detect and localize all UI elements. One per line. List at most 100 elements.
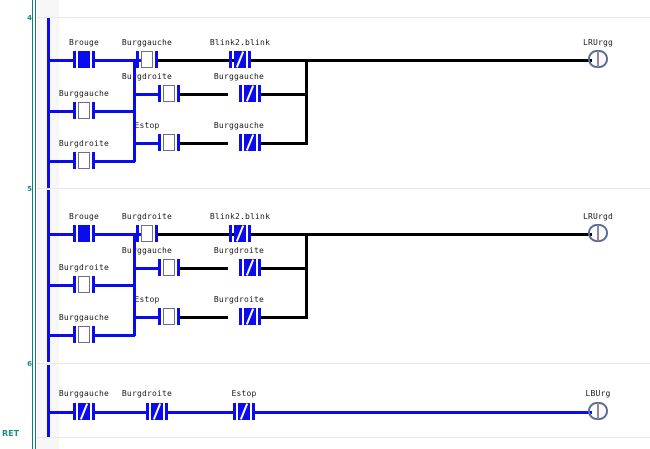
wire-segment <box>49 160 73 163</box>
contact-terminal-right <box>92 51 95 68</box>
wire-segment <box>158 59 240 62</box>
contact-nc-burgdroite[interactable] <box>238 259 262 276</box>
contact-label: Estop <box>134 295 160 304</box>
contact-terminal-right <box>177 85 180 102</box>
contact-nc-blink2-blink[interactable] <box>228 225 252 242</box>
contact-terminal-right <box>248 225 251 242</box>
wire-segment <box>49 334 73 337</box>
contact-terminal-left <box>73 102 76 119</box>
contact-no-burggauche[interactable] <box>72 102 96 119</box>
contact-no-burgdroite[interactable] <box>72 276 96 293</box>
contact-label: Burgdroite <box>213 246 265 255</box>
coil-arc-right <box>598 402 608 420</box>
contact-body <box>78 102 90 119</box>
wire-to-coil <box>251 59 596 62</box>
wire-segment <box>49 110 73 113</box>
contact-no-burgdroite[interactable] <box>157 85 181 102</box>
contact-terminal-right <box>258 85 261 102</box>
wire-segment <box>168 411 236 414</box>
contact-terminal-left <box>146 403 149 420</box>
contact-label: Burggauche <box>58 389 110 398</box>
coil-label: LBUrg <box>585 389 611 398</box>
contact-nc-burggauche[interactable] <box>238 134 262 151</box>
rung-separator <box>37 363 650 364</box>
contact-terminal-right <box>248 51 251 68</box>
contact-terminal-left <box>239 259 242 276</box>
wire-segment <box>261 316 308 319</box>
contact-no-burggauche[interactable] <box>157 259 181 276</box>
wire-to-coil <box>251 233 596 236</box>
contact-terminal-right <box>177 308 180 325</box>
rung-number-6[interactable]: 6 <box>27 360 32 368</box>
wire-segment <box>49 59 73 62</box>
contact-terminal-right <box>92 326 95 343</box>
contact-body <box>141 225 153 242</box>
contact-terminal-right <box>155 225 158 242</box>
contact-terminal-right <box>252 403 255 420</box>
coil-label: LRUrgd <box>582 212 614 221</box>
wire-segment <box>180 93 228 96</box>
contact-label: Burgdroite <box>121 389 173 398</box>
coil-arc-right <box>598 224 608 242</box>
contact-label: Burggauche <box>121 38 173 47</box>
contact-terminal-left <box>158 85 161 102</box>
rung-number-4[interactable]: 4 <box>27 14 32 22</box>
contact-terminal-right <box>92 102 95 119</box>
wire-segment <box>261 142 308 145</box>
contact-label: Blink2.blink <box>209 38 271 47</box>
contact-no-brouge[interactable] <box>72 225 96 242</box>
wire-segment <box>95 411 147 414</box>
contact-body <box>163 85 175 102</box>
wire-segment <box>95 334 135 337</box>
contact-label: Burggauche <box>58 89 110 98</box>
output-coil-lburg[interactable] <box>588 402 608 420</box>
coil-arc-left <box>588 224 598 242</box>
contact-label: Brouge <box>68 212 100 221</box>
contact-no-burgdroite[interactable] <box>135 225 159 242</box>
rung-number-5[interactable]: 5 <box>27 185 32 193</box>
contact-nc-estop[interactable] <box>232 403 256 420</box>
contact-terminal-left <box>73 326 76 343</box>
coil-label: LRUrgg <box>582 38 614 47</box>
output-coil-lrurgd[interactable] <box>588 224 608 242</box>
branch-merge-rail <box>305 233 308 319</box>
contact-nc-burgdroite[interactable] <box>145 403 169 420</box>
contact-body <box>163 259 175 276</box>
contact-nc-burgdroite[interactable] <box>238 308 262 325</box>
contact-no-estop[interactable] <box>157 308 181 325</box>
coil-arc-left <box>588 402 598 420</box>
contact-no-estop[interactable] <box>157 134 181 151</box>
contact-terminal-left <box>158 259 161 276</box>
gutter-rule-right <box>35 0 36 449</box>
coil-arc-left <box>588 50 598 68</box>
contact-nc-burggauche[interactable] <box>238 85 262 102</box>
branch-junction-rail <box>133 59 136 162</box>
branch-feed-wire <box>135 93 159 96</box>
contact-terminal-left <box>229 51 232 68</box>
contact-no-burggauche[interactable] <box>72 326 96 343</box>
contact-label: Burgdroite <box>121 212 173 221</box>
contact-terminal-right <box>92 276 95 293</box>
output-coil-lrurgg[interactable] <box>588 50 608 68</box>
coil-divider <box>597 225 599 241</box>
contact-label: Burgdroite <box>121 72 173 81</box>
contact-nc-blink2-blink[interactable] <box>228 51 252 68</box>
contact-terminal-right <box>165 403 168 420</box>
contact-terminal-right <box>177 259 180 276</box>
contact-terminal-right <box>92 225 95 242</box>
contact-no-burggauche[interactable] <box>135 51 159 68</box>
left-power-rail <box>47 190 50 362</box>
branch-feed-wire <box>135 267 159 270</box>
contact-body <box>78 152 90 169</box>
contact-no-burgdroite[interactable] <box>72 152 96 169</box>
contact-body <box>78 225 90 242</box>
branch-feed-wire <box>135 316 159 319</box>
wire-segment <box>95 233 147 236</box>
contact-no-brouge[interactable] <box>72 51 96 68</box>
contact-terminal-left <box>239 134 242 151</box>
branch-junction-rail <box>133 233 136 336</box>
rung-separator <box>37 188 650 189</box>
contact-nc-burggauche[interactable] <box>72 403 96 420</box>
coil-arc-right <box>598 50 608 68</box>
